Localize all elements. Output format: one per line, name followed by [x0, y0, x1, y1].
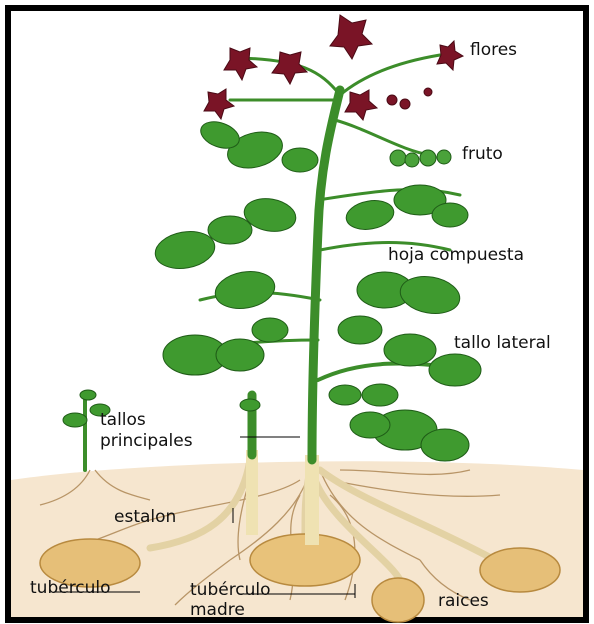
- label-tallos-line-1: tallos: [100, 410, 193, 431]
- label-hoja-compuesta: hoja compuesta: [388, 245, 524, 265]
- label-madre-line-1: tubérculo: [190, 580, 271, 600]
- label-tuberculo-madre: tubérculo madre: [190, 580, 271, 620]
- label-estalon: estalon: [114, 507, 176, 527]
- tuber-right: [480, 548, 560, 592]
- label-madre-line-2: madre: [190, 600, 271, 620]
- stem-base-main: [305, 455, 319, 545]
- label-flores: flores: [470, 40, 517, 60]
- label-tallos-principales: tallos principales: [100, 410, 193, 452]
- tuber-bottom: [372, 578, 424, 622]
- label-tallo-lateral: tallo lateral: [454, 333, 551, 353]
- label-raices: raices: [438, 591, 489, 611]
- label-tallos-line-2: principales: [100, 431, 193, 452]
- label-tuberculo: tubérculo: [30, 578, 111, 598]
- label-fruto: fruto: [462, 144, 503, 164]
- stem-base-left: [246, 450, 258, 535]
